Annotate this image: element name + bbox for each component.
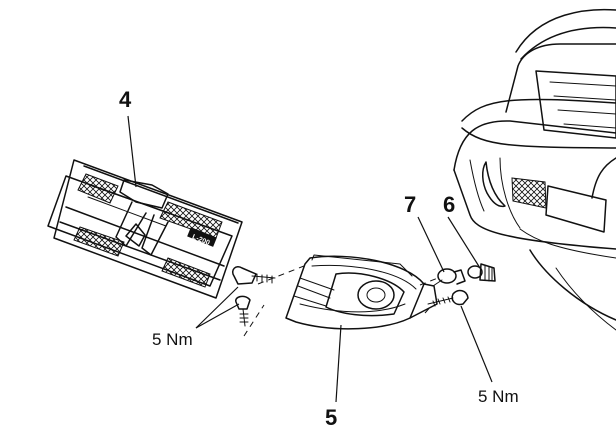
callout-6: 6 xyxy=(443,192,455,217)
headlamp-mounting-bolt xyxy=(427,289,469,307)
bulb-holder-6 xyxy=(467,263,496,282)
radiator-grille: L-200 xyxy=(47,159,243,299)
torque-label-left: 5 Nm xyxy=(152,330,193,349)
vehicle-front-body xyxy=(453,8,616,331)
callout-5: 5 xyxy=(325,405,337,430)
callout-4: 4 xyxy=(119,87,132,112)
grille-mounting-bolts xyxy=(231,265,276,327)
headlamp-assembly xyxy=(285,254,438,330)
bulb-holder-7 xyxy=(432,268,466,287)
callout-7: 7 xyxy=(404,192,416,217)
torque-label-right: 5 Nm xyxy=(478,387,519,406)
assembly-guides xyxy=(127,115,493,403)
